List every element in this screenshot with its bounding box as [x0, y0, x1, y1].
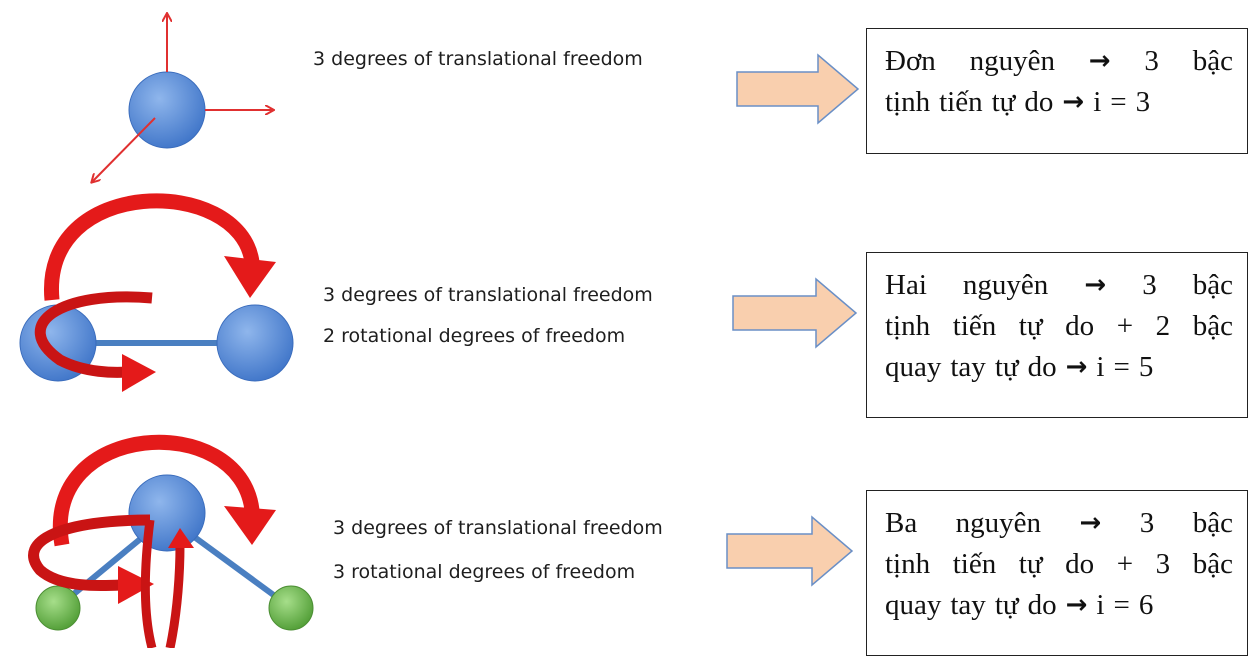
- word: tay: [950, 351, 986, 383]
- word: 3: [1142, 269, 1157, 301]
- word: bậc: [1192, 45, 1233, 77]
- block-arrow-3: [726, 515, 854, 587]
- atom-right: [216, 304, 294, 382]
- word: 2: [1155, 310, 1171, 342]
- word: 3: [1139, 507, 1155, 539]
- word: i: [1096, 589, 1105, 621]
- word: tịnh: [885, 548, 931, 580]
- triatomic-molecule: [28, 434, 314, 648]
- word: nguyên: [969, 45, 1055, 77]
- atom-center: [128, 474, 206, 552]
- rotation-arrow-top-head: [224, 256, 276, 298]
- word: tự: [1018, 310, 1043, 342]
- translation-arrow-diagonal: [92, 117, 156, 182]
- box-line: tịnh tiến tự do + 3 bậc: [885, 544, 1233, 585]
- word: tịnh: [885, 310, 931, 342]
- word: 3: [1155, 548, 1171, 580]
- rotation-arrow-axial: [34, 291, 153, 378]
- word: do: [1027, 589, 1057, 621]
- box-line: quay tay tự do → i = 6: [885, 585, 1233, 626]
- word: tự: [994, 589, 1019, 621]
- word: Ba: [885, 507, 918, 539]
- diatomic-molecule: [19, 193, 294, 392]
- rotation-arrow-side: [28, 514, 151, 592]
- diatomic-description-box: Hai nguyên → 3 bậc tịnh tiến tự do + 2 b…: [866, 252, 1248, 418]
- word: +: [1116, 548, 1134, 580]
- word: 6: [1138, 589, 1154, 621]
- atom-green-left: [35, 585, 81, 631]
- word: bậc: [1192, 507, 1233, 539]
- word: bậc: [1192, 548, 1233, 580]
- box-line: Đơn nguyên → 3 bậc: [885, 41, 1233, 82]
- word: =: [1113, 351, 1130, 383]
- box-line: Hai nguyên → 3 bậc: [885, 265, 1233, 306]
- word: 5: [1138, 351, 1154, 383]
- rotation-arrow-axial-head: [122, 354, 156, 392]
- atom: [128, 71, 206, 149]
- word: 3: [1144, 45, 1159, 77]
- word: =: [1113, 589, 1130, 621]
- word: nguyên: [962, 269, 1049, 301]
- word: tiến: [952, 548, 997, 580]
- triatomic-description-box: Ba nguyên → 3 bậc tịnh tiến tự do + 3 bậ…: [866, 490, 1248, 656]
- rotation-arrow-top-head: [224, 506, 276, 545]
- word: do: [1065, 548, 1095, 580]
- rotational-label: 3 rotational degrees of freedom: [333, 561, 636, 583]
- word: +: [1116, 310, 1134, 342]
- right-arrow-symbol: →: [1065, 352, 1088, 382]
- word: Hai: [885, 269, 927, 301]
- word: i: [1093, 86, 1102, 118]
- word: tay: [950, 589, 986, 621]
- word: tự: [1018, 548, 1043, 580]
- word: =: [1110, 86, 1127, 118]
- word: i: [1096, 351, 1105, 383]
- rotation-arrow-vertical: [140, 519, 185, 648]
- word: tự: [994, 351, 1019, 383]
- word: quay: [885, 351, 942, 383]
- word: tịnh: [885, 86, 931, 118]
- translational-label: 3 degrees of translational freedom: [333, 517, 663, 539]
- word: bậc: [1192, 310, 1233, 342]
- right-arrow-symbol: →: [1062, 87, 1085, 117]
- block-arrow-1: [736, 53, 860, 125]
- word: quay: [885, 589, 942, 621]
- word: tiến: [939, 86, 983, 118]
- block-arrow-2: [732, 277, 858, 349]
- right-arrow-symbol: →: [1065, 590, 1088, 620]
- word: nguyên: [955, 507, 1042, 539]
- translational-label: 3 degrees of translational freedom: [323, 284, 653, 306]
- box-line: Ba nguyên → 3 bậc: [885, 503, 1233, 544]
- box-line: tịnh tiến tự do + 2 bậc: [885, 306, 1233, 347]
- monatomic-molecule: [92, 14, 273, 182]
- translational-label: 3 degrees of translational freedom: [313, 48, 643, 70]
- word: tiến: [952, 310, 997, 342]
- rotation-arrow-vertical-head: [168, 528, 194, 548]
- right-arrow-symbol: →: [1088, 46, 1111, 76]
- monatomic-description-box: Đơn nguyên → 3 bậc tịnh tiến tự do → i =…: [866, 28, 1248, 154]
- word: do: [1024, 86, 1054, 118]
- word: do: [1065, 310, 1095, 342]
- word: Đơn: [885, 45, 936, 77]
- word: tự: [991, 86, 1016, 118]
- atom-green-right: [268, 585, 314, 631]
- box-line: tịnh tiến tự do → i = 3: [885, 82, 1233, 123]
- rotational-label: 2 rotational degrees of freedom: [323, 325, 626, 347]
- right-arrow-symbol: →: [1079, 508, 1102, 538]
- box-line: quay tay tự do → i = 5: [885, 347, 1233, 388]
- right-arrow-symbol: →: [1084, 270, 1107, 300]
- word: 3: [1135, 86, 1151, 118]
- rotation-arrow-top: [52, 434, 260, 547]
- rotation-arrow-top: [44, 193, 260, 301]
- rotation-arrow-side-head: [118, 566, 154, 604]
- word: bậc: [1192, 269, 1233, 301]
- word: do: [1027, 351, 1057, 383]
